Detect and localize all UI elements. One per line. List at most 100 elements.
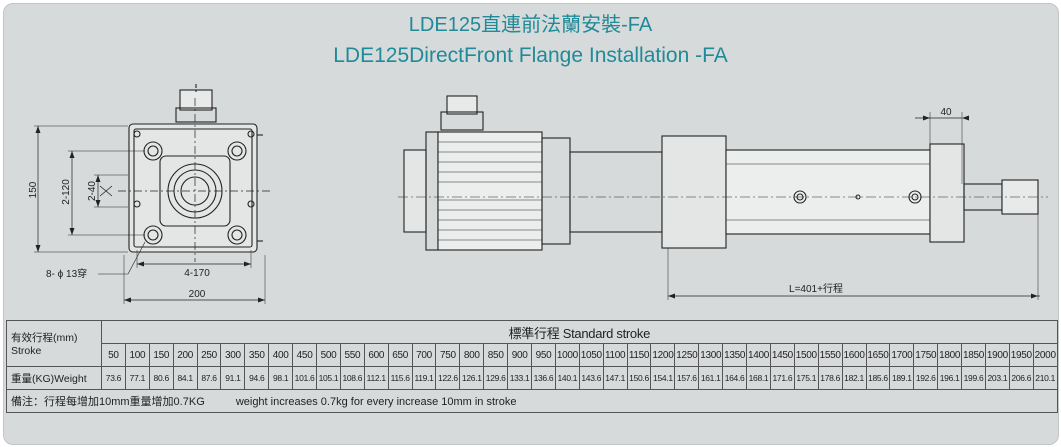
weight-value: 175.1: [793, 366, 819, 390]
stroke-value: 600: [363, 343, 389, 367]
technical-drawing: 150 2-120 2-40 8- ϕ 13穿 4-170 200 40 L=4…: [28, 84, 1048, 304]
stroke-value: 700: [411, 343, 437, 367]
weight-value: 199.6: [961, 366, 986, 390]
weight-value: 189.1: [889, 366, 915, 390]
weight-value: 192.6: [913, 366, 939, 390]
stroke-value: 1250: [674, 343, 700, 367]
dim-40: 40: [940, 107, 952, 118]
weight-value: 171.6: [769, 366, 795, 390]
stroke-value: 1600: [841, 343, 867, 367]
title-chinese: LDE125直連前法蘭安裝-FA: [408, 14, 653, 36]
stroke-value: 150: [148, 343, 174, 367]
weight-value: 178.6: [817, 366, 843, 390]
stroke-label-cn: 有效行程(mm): [11, 332, 78, 344]
standard-stroke-header: 標準行程 Standard stroke: [101, 320, 1058, 344]
weight-value: 129.6: [483, 366, 509, 390]
stroke-label: 有效行程(mm) Stroke: [6, 320, 102, 367]
weight-value: 87.6: [196, 366, 222, 390]
weight-value: 80.6: [148, 366, 174, 390]
weight-value: 105.1: [316, 366, 341, 390]
weight-value: 157.6: [674, 366, 700, 390]
weight-value: 161.1: [698, 366, 724, 390]
weight-value: 101.6: [292, 366, 318, 390]
stroke-value: 1000: [554, 343, 580, 367]
weight-value: 84.1: [172, 366, 198, 390]
note-english: weight increases 0.7kg for every increas…: [235, 396, 517, 408]
weight-value: 203.1: [984, 366, 1010, 390]
front-view-flange: [34, 84, 272, 304]
dim-2-40: 2-40: [87, 181, 98, 201]
weight-value: 154.1: [650, 366, 676, 390]
weight-value: 147.1: [602, 366, 628, 390]
stroke-value: 450: [292, 343, 318, 367]
stroke-value: 650: [387, 343, 413, 367]
weight-value: 136.6: [531, 366, 556, 390]
table-note: 備注：行程每增加10mm重量增加0.7KG weight increases 0…: [6, 389, 1058, 413]
weight-value: 112.1: [363, 366, 389, 390]
stroke-value: 1500: [793, 343, 819, 367]
weight-value: 196.1: [937, 366, 963, 390]
weight-label: 重量(KG)Weight: [6, 366, 102, 390]
stroke-value: 750: [435, 343, 461, 367]
stroke-value: 850: [483, 343, 509, 367]
weight-value: 150.6: [626, 366, 652, 390]
stroke-label-en: Stroke: [11, 345, 42, 357]
dim-2-120: 2-120: [61, 179, 72, 205]
stroke-value: 100: [124, 343, 150, 367]
stroke-value: 2000: [1032, 343, 1058, 367]
stroke-value: 1550: [817, 343, 843, 367]
stroke-value: 1300: [698, 343, 724, 367]
stroke-value: 1450: [769, 343, 795, 367]
weight-value: 164.6: [722, 366, 748, 390]
stroke-value: 800: [459, 343, 485, 367]
weight-value: 168.1: [746, 366, 771, 390]
stroke-value: 900: [507, 343, 533, 367]
weight-value: 98.1: [268, 366, 294, 390]
stroke-value: 1700: [889, 343, 915, 367]
stroke-value: 1200: [650, 343, 676, 367]
stroke-value: 1900: [984, 343, 1010, 367]
stroke-value: 950: [531, 343, 556, 367]
stroke-value: 1100: [602, 343, 628, 367]
stroke-value: 250: [196, 343, 222, 367]
stroke-value: 350: [244, 343, 270, 367]
weight-value: 73.6: [101, 366, 126, 390]
weight-value: 122.6: [435, 366, 461, 390]
dim-holes: 8- ϕ 13穿: [46, 267, 87, 280]
stroke-value: 1750: [913, 343, 939, 367]
dim-4-170: 4-170: [184, 268, 210, 279]
weight-value: 182.1: [841, 366, 867, 390]
stroke-value: 1850: [961, 343, 986, 367]
weight-value: 119.1: [411, 366, 437, 390]
weight-value: 210.1: [1032, 366, 1058, 390]
weight-value: 185.6: [865, 366, 891, 390]
mounting-holes: [133, 130, 255, 245]
weight-value: 108.6: [339, 366, 365, 390]
weight-value: 126.1: [459, 366, 485, 390]
stroke-value: 1650: [865, 343, 891, 367]
stroke-value: 300: [220, 343, 246, 367]
weight-value: 143.6: [578, 366, 604, 390]
stroke-value: 1150: [626, 343, 652, 367]
stroke-value: 1400: [746, 343, 771, 367]
weight-value: 115.6: [387, 366, 413, 390]
stroke-value: 1050: [578, 343, 604, 367]
side-view-actuator: [398, 95, 1048, 300]
title-english: LDE125DirectFront Flange Installation -F…: [333, 44, 728, 67]
stroke-value: 1950: [1008, 343, 1034, 367]
note-chinese: 備注：行程每增加10mm重量增加0.7KG: [11, 396, 205, 408]
weight-value: 206.6: [1008, 366, 1034, 390]
weight-value: 77.1: [124, 366, 150, 390]
dim-length: L=401+行程: [789, 282, 843, 295]
stroke-value: 550: [339, 343, 365, 367]
dim-150: 150: [28, 181, 39, 198]
weight-value: 91.1: [220, 366, 246, 390]
weight-value: 140.1: [554, 366, 580, 390]
weight-value: 94.6: [244, 366, 270, 390]
stroke-value: 50: [101, 343, 126, 367]
weight-value: 133.1: [507, 366, 533, 390]
stroke-value: 200: [172, 343, 198, 367]
